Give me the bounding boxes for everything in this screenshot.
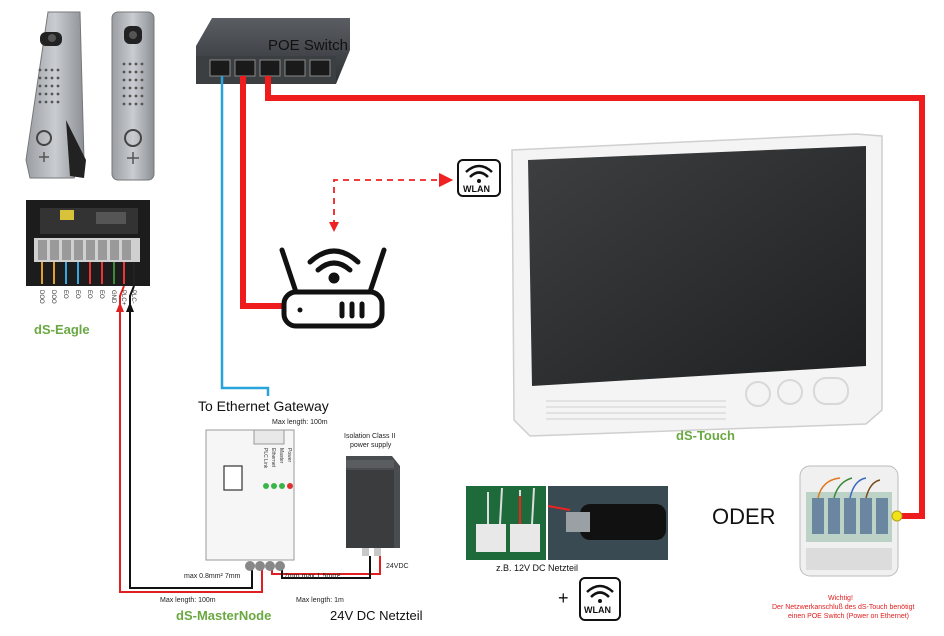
ethernet-cable bbox=[220, 76, 270, 396]
wlan-label-bottom: WLAN bbox=[584, 605, 611, 615]
ds-masternode-module bbox=[205, 429, 295, 571]
netzteil-12v-label: z.B. 12V DC Netzteil bbox=[496, 563, 579, 573]
max-wire-08-label: max 0.8mm² 7mm bbox=[184, 573, 241, 580]
plus-sign: + bbox=[558, 588, 569, 608]
terminal-adapter-photo bbox=[466, 486, 546, 560]
vdc-24-label: 24VDC bbox=[386, 563, 409, 570]
poe-cable-ds-touch bbox=[265, 76, 925, 519]
power-wire-black bbox=[281, 556, 371, 579]
eagle-terminal-labels: DOO DOO EO EO EO EO GND PLC+ PLC- bbox=[36, 290, 146, 320]
ethernet-connection-detail bbox=[799, 465, 899, 577]
terminal-label: PLC- bbox=[130, 290, 136, 304]
max-length-bottom-label: Max length: 100m bbox=[160, 597, 216, 604]
to-ethernet-gateway-label: To Ethernet Gateway bbox=[198, 398, 329, 414]
poe-cable-end bbox=[891, 510, 903, 522]
poe-cable-router bbox=[240, 76, 282, 309]
power-supply-label: power supply bbox=[350, 442, 392, 449]
wifi-icon bbox=[457, 159, 501, 197]
max-wire-15-label: 7mm max 1.5mm² bbox=[284, 573, 341, 580]
bus-wire-red bbox=[119, 285, 263, 593]
max-length-top-label: Max length: 100m bbox=[272, 419, 328, 426]
terminal-label: PLC+ bbox=[120, 290, 126, 306]
wlan-dashed-link bbox=[333, 172, 454, 226]
poe-switch-label: POE Switch bbox=[268, 37, 349, 54]
ds-masternode-label: dS-MasterNode bbox=[176, 608, 272, 623]
led-label: PLC Link bbox=[262, 448, 268, 469]
terminal-label: DOO bbox=[50, 290, 56, 304]
led-label: Power bbox=[286, 448, 292, 463]
isolation-class-label: Isolation Class II bbox=[344, 433, 396, 440]
max-length-1m-label: Max length: 1m bbox=[296, 597, 344, 604]
terminal-label: EO bbox=[62, 290, 68, 299]
led-label: Ethernet bbox=[270, 448, 276, 467]
terminal-label: EO bbox=[98, 290, 104, 299]
terminal-label: EO bbox=[74, 290, 80, 299]
masternode-led-labels: PLC Link Ethernet Master Power bbox=[262, 448, 296, 484]
wlan-label: WLAN bbox=[463, 184, 490, 194]
bus-wire-black bbox=[129, 285, 253, 589]
wifi-icon-bottom bbox=[579, 577, 621, 621]
router-icon bbox=[279, 247, 387, 329]
poe-note-line1: Der Netzwerkanschluß des dS-Touch benöti… bbox=[772, 604, 915, 611]
ds-eagle-terminal-board bbox=[26, 200, 150, 286]
oder-label: ODER bbox=[712, 504, 776, 529]
ds-eagle-door-station-front bbox=[111, 11, 155, 181]
ds-eagle-door-station-side bbox=[25, 11, 86, 179]
wichtig-label: Wichtig! bbox=[828, 595, 853, 602]
terminal-label: DOO bbox=[38, 290, 44, 304]
poe-note-line2: einen POE Switch (Power on Ethernet) bbox=[788, 613, 910, 620]
terminal-label: EO bbox=[86, 290, 92, 299]
ds-touch-label: dS-Touch bbox=[676, 428, 735, 443]
led-label: Master bbox=[278, 448, 284, 464]
dc-plug-photo bbox=[547, 486, 668, 560]
ds-touch-panel bbox=[511, 133, 883, 437]
power-supply-unit bbox=[346, 456, 400, 556]
ds-eagle-label: dS-Eagle bbox=[34, 322, 90, 337]
netzteil-24v-label: 24V DC Netzteil bbox=[330, 608, 423, 623]
terminal-label: GND bbox=[110, 290, 116, 304]
